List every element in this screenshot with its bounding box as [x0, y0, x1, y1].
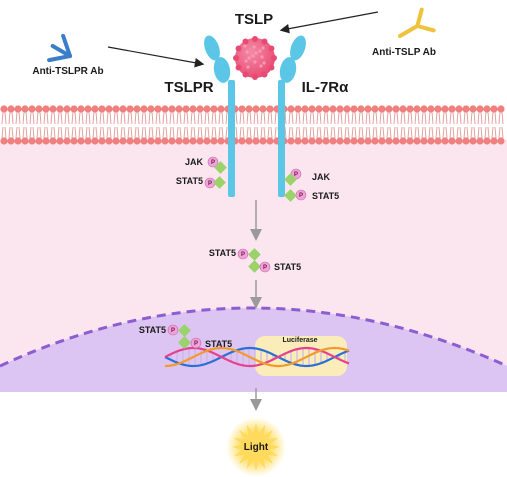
stat5-nuc-b-label: STAT5	[205, 339, 232, 349]
anti-tslpr-binding-arrow	[107, 46, 205, 68]
tslp-sphere-icon	[233, 36, 277, 80]
luciferase-label: Luciferase	[282, 337, 317, 344]
anti-tslp-ab-icon	[398, 7, 436, 38]
phospho-icon	[207, 156, 219, 168]
light-burst-icon	[226, 417, 286, 477]
stat5-dna-binding: STAT5 P P STAT5	[139, 324, 232, 349]
phospho-icon	[237, 248, 249, 260]
tslp-label: TSLP	[235, 11, 273, 28]
anti-tslpr-ab-label: Anti-TSLPR Ab	[32, 66, 103, 77]
svg-text:P: P	[241, 252, 245, 258]
jak-diamond-icon	[284, 173, 297, 186]
cell-membrane	[0, 105, 505, 145]
stat5-diamond-icon	[178, 336, 191, 349]
tslpr-receptor	[204, 35, 235, 197]
nucleus	[0, 308, 507, 392]
anti-tslp-ab-label: Anti-TSLP Ab	[372, 47, 436, 58]
phospho-icon	[259, 261, 271, 273]
phospho-icon	[190, 337, 202, 349]
svg-text:P: P	[294, 172, 298, 178]
tslpr-label: TSLPR	[164, 79, 213, 96]
svg-text:P: P	[208, 181, 212, 187]
anti-tslp-binding-arrow	[279, 11, 379, 34]
stat5-right-label: STAT5	[312, 191, 339, 201]
light-label: Light	[244, 442, 269, 453]
svg-text:P: P	[171, 328, 175, 334]
jak-right-label: JAK	[312, 172, 331, 182]
stat5-diamond-icon	[248, 260, 261, 273]
anti-tslpr-ab-icon	[47, 33, 72, 63]
svg-text:P: P	[211, 160, 215, 166]
stat5-diamond-icon	[178, 324, 191, 337]
stat5-diamond-icon	[248, 248, 261, 261]
left-jak-stat5-complex: JAK STAT5 P P	[176, 156, 227, 189]
phospho-icon	[167, 324, 179, 336]
il7ra-label: IL-7Rα	[302, 79, 350, 96]
stat5-mid-b-label: STAT5	[274, 262, 301, 272]
svg-text:P: P	[194, 341, 198, 347]
stat5-dimer: STAT5 P P STAT5	[209, 248, 301, 273]
svg-text:P: P	[263, 265, 267, 271]
jak-diamond-icon	[214, 161, 227, 174]
stat5-nuc-a-label: STAT5	[139, 325, 166, 335]
right-jak-stat5-complex: P JAK P STAT5	[284, 168, 339, 202]
stat5-mid-a-label: STAT5	[209, 248, 236, 258]
stat5-diamond-icon	[284, 189, 297, 202]
stat5-diamond-icon	[213, 176, 226, 189]
jak-left-label: JAK	[185, 157, 204, 167]
svg-text:P: P	[299, 193, 303, 199]
il7ra-receptor	[278, 35, 306, 197]
stat5-left-label: STAT5	[176, 176, 203, 186]
